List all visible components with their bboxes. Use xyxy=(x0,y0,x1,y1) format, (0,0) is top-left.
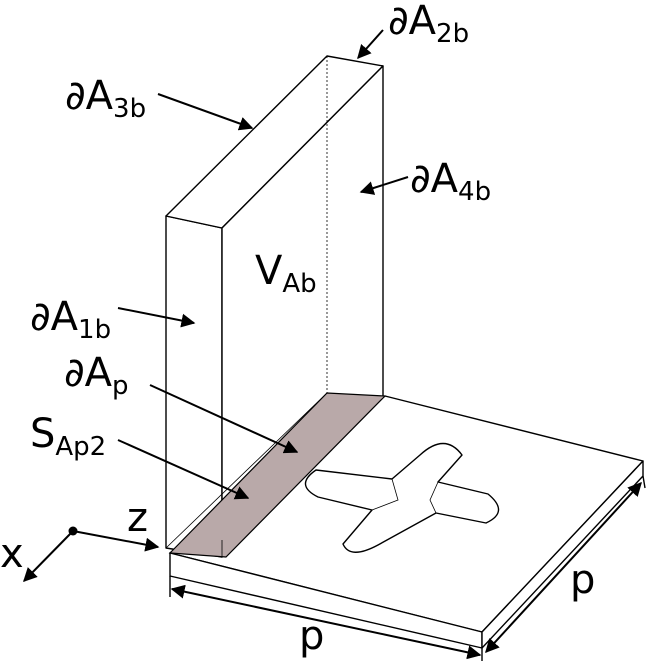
dim-front-label: p xyxy=(299,613,324,659)
label-dA1b: ∂A1b xyxy=(30,294,111,345)
axis-x-arrow xyxy=(23,530,74,582)
vertical-wall xyxy=(165,55,384,558)
dim-side-ext xyxy=(642,475,646,489)
dim-side-line xyxy=(485,481,642,654)
wall-back-edge xyxy=(165,392,328,549)
label-dA4b: ∂A4b xyxy=(410,156,491,207)
cross-slot xyxy=(304,442,500,553)
port-face-strip xyxy=(168,392,387,558)
arrow-dA1b xyxy=(117,307,196,328)
arrow-dA2b xyxy=(357,29,384,60)
cross-slot-inner-wall xyxy=(371,478,439,514)
wall-front-face xyxy=(165,215,223,558)
arrow-dA3b xyxy=(157,93,254,131)
axis-z-label: z xyxy=(127,495,148,541)
arrow-dAp xyxy=(149,384,299,454)
dim-front-line xyxy=(170,584,482,660)
label-dA3b: ∂A3b xyxy=(65,73,146,124)
axis-z-arrow xyxy=(72,530,160,552)
label-VAb: VAb xyxy=(255,248,317,299)
axis-x-label: x xyxy=(0,531,24,577)
label-dAp: ∂Ap xyxy=(64,350,129,401)
label-SAp2: SAp2 xyxy=(30,411,106,462)
arrow-SAp2 xyxy=(117,439,250,500)
arrow-dA4b xyxy=(359,176,409,195)
label-dA2b: ∂A2b xyxy=(388,0,469,49)
dim-side-label: p xyxy=(570,557,595,603)
coordinate-axes xyxy=(23,526,160,582)
